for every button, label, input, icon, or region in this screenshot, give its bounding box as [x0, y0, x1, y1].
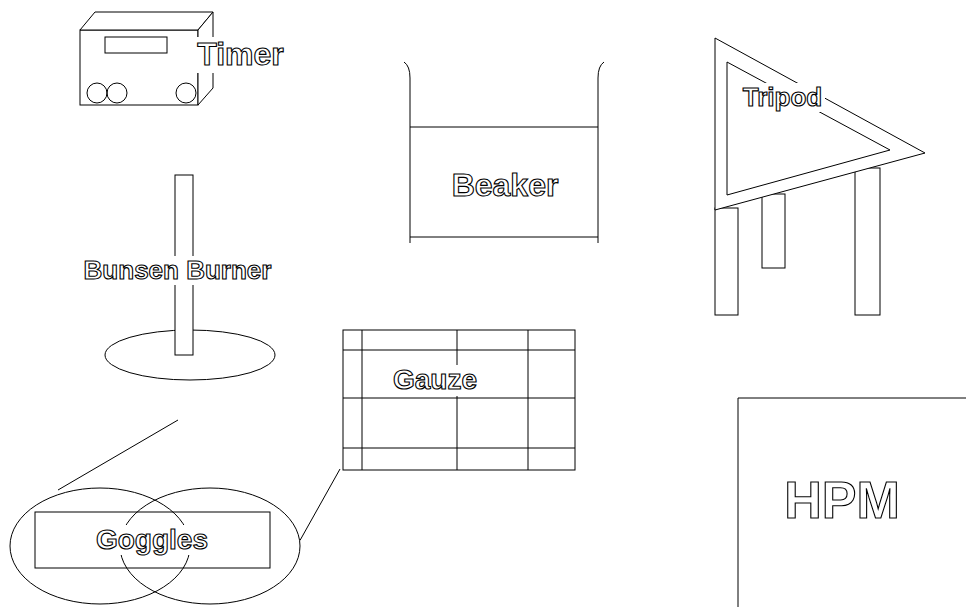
timer-drawing: [80, 12, 213, 105]
equipment-label: Timer: [194, 37, 287, 72]
equipment-label: HPM: [781, 472, 903, 529]
beaker-node: Beaker: [405, 60, 605, 245]
hpm-panel: [738, 398, 966, 607]
equipment-label: Gauze: [390, 365, 480, 396]
equipment-label: Goggles: [93, 525, 211, 556]
equipment-label: Beaker: [449, 168, 562, 203]
beaker-drawing: [404, 62, 604, 243]
gauze-drawing: [343, 330, 575, 470]
timer-node: Timer: [78, 8, 293, 108]
equipment-label: Tripod: [740, 83, 825, 112]
goggles-node: Goggles: [10, 484, 300, 604]
hpm-node: HPM: [738, 398, 966, 607]
goggles-drawing: [10, 420, 300, 604]
tripod-drawing: [715, 38, 925, 315]
tripod-node: Tripod: [712, 35, 927, 320]
gauze-node: Gauze: [340, 328, 578, 473]
equipment-label: Bunsen Burner: [81, 256, 275, 285]
connector-line: [300, 469, 340, 540]
bunsen-burner-node: Bunsen Burner: [70, 165, 285, 380]
